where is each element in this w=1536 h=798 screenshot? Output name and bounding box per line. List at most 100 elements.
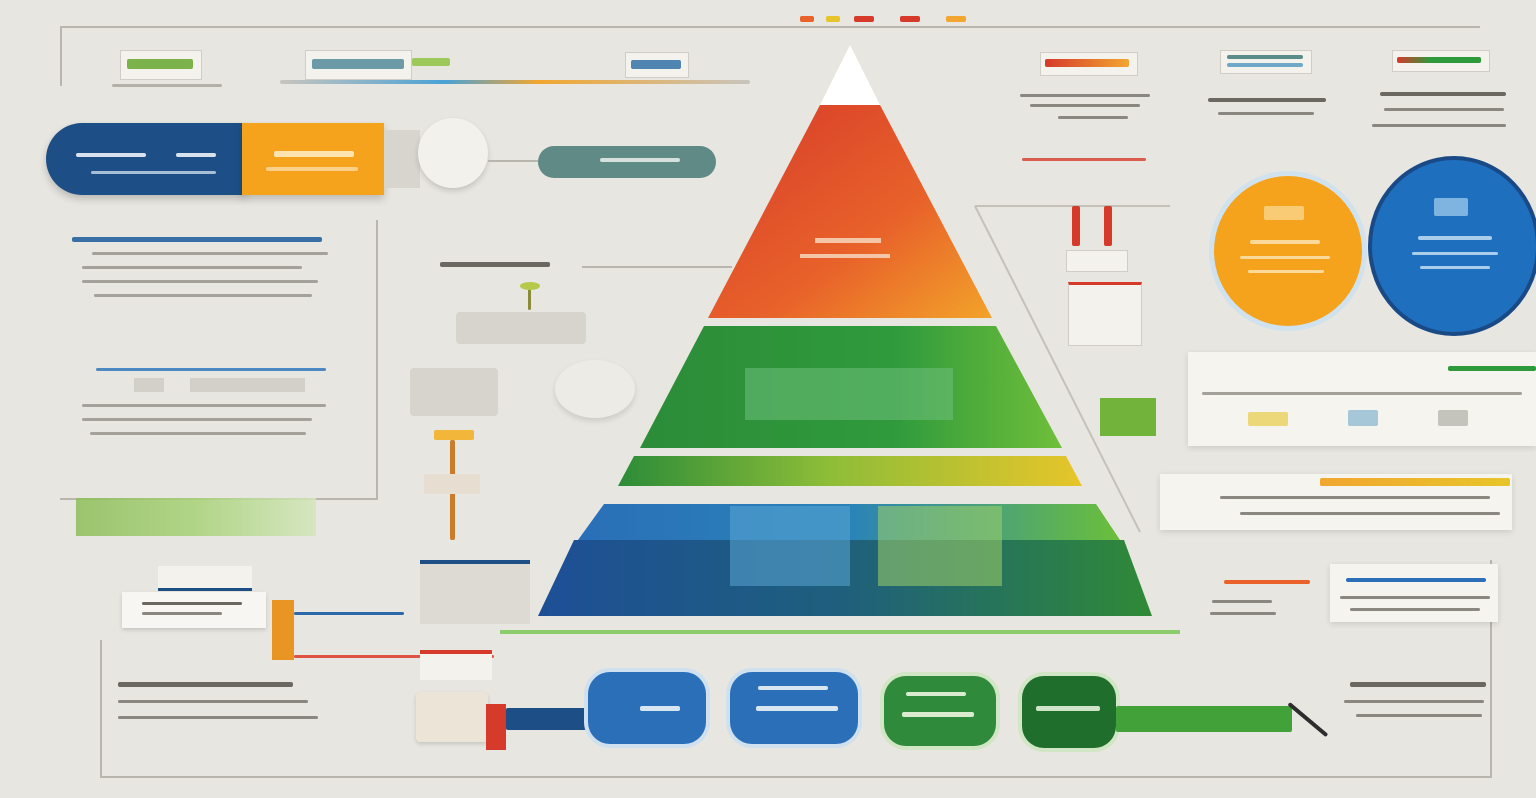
banner-navy-line-1 bbox=[76, 153, 146, 157]
banner-shadow-tab bbox=[384, 130, 420, 188]
pyramid-base-line bbox=[500, 630, 1180, 634]
mid-bottom-navy-connector bbox=[506, 708, 592, 730]
right-green-block bbox=[1100, 398, 1156, 436]
right-small-card bbox=[1068, 282, 1142, 346]
right-panel-2-line-1 bbox=[1220, 496, 1490, 499]
right-header-1 bbox=[1040, 52, 1138, 76]
mid-bottom-box bbox=[416, 692, 488, 742]
apex-marker-1 bbox=[800, 16, 814, 22]
right-panel-3-line-2 bbox=[1340, 596, 1490, 599]
mid-gray-pill bbox=[538, 146, 716, 178]
mid-circle-2 bbox=[555, 360, 635, 418]
apex-marker-2 bbox=[826, 16, 840, 22]
banner-navy bbox=[46, 123, 246, 195]
right-panel-1-chip-1 bbox=[1248, 412, 1288, 426]
frame-right bbox=[1490, 560, 1492, 778]
circle-blue-line-3 bbox=[1420, 266, 1490, 269]
header-bar-steel bbox=[631, 60, 681, 69]
apex-marker-4 bbox=[900, 16, 920, 22]
left-text-5 bbox=[94, 294, 312, 297]
left-bar-graph bbox=[76, 498, 316, 536]
right-text-1 bbox=[1020, 94, 1150, 97]
header-block-3 bbox=[625, 52, 689, 78]
banner-orange-line-1 bbox=[274, 151, 354, 157]
red-pillar-2 bbox=[1104, 206, 1112, 246]
right-orange-connector bbox=[1224, 580, 1310, 584]
header-block-2 bbox=[305, 50, 412, 80]
bottom-left-text-3 bbox=[118, 716, 318, 719]
plant-icon bbox=[516, 278, 544, 310]
pyramid-tier-1-text-1 bbox=[815, 238, 881, 243]
circle-orange-line-1 bbox=[1250, 240, 1320, 244]
circle-blue-line-1 bbox=[1418, 236, 1492, 240]
right-header-2-bar-2 bbox=[1227, 63, 1303, 67]
header-bar-teal bbox=[312, 59, 404, 69]
red-marker-row bbox=[1022, 158, 1146, 161]
right-text-9 bbox=[1212, 600, 1272, 603]
right-text-3 bbox=[1058, 116, 1128, 119]
plant-stem bbox=[528, 286, 531, 310]
mid-bottom-red-post bbox=[486, 704, 506, 750]
bottom-node-3-text-2 bbox=[902, 712, 974, 717]
pyramid-tier-2-panel bbox=[745, 368, 953, 420]
right-panel-3-line-3 bbox=[1350, 608, 1480, 611]
pyramid-tier-5-panel-2 bbox=[878, 506, 1002, 586]
apex-marker-5 bbox=[946, 16, 966, 22]
right-bottom-text-1 bbox=[1350, 682, 1486, 687]
header-bar-lime bbox=[412, 58, 450, 66]
mid-label-row bbox=[440, 262, 550, 267]
header-underline-1 bbox=[112, 84, 222, 87]
mid-gray-pill-text bbox=[600, 158, 680, 162]
right-text-5 bbox=[1218, 112, 1314, 115]
bottom-node-4-text bbox=[1036, 706, 1100, 711]
left-orange-post bbox=[272, 600, 294, 660]
left-red-connector bbox=[294, 655, 494, 658]
pyramid-tier-5-panel-1 bbox=[730, 506, 850, 586]
frame-left bbox=[60, 26, 62, 86]
circle-blue-title bbox=[1434, 198, 1468, 216]
mid-connector-2 bbox=[582, 266, 732, 268]
circle-orange-line-2 bbox=[1240, 256, 1330, 259]
frame-top bbox=[60, 26, 1480, 28]
apex-marker-3 bbox=[854, 16, 874, 22]
mid-gray-box bbox=[456, 312, 586, 344]
right-text-8 bbox=[1372, 124, 1506, 127]
bottom-node-3-text-1 bbox=[906, 692, 966, 696]
pyramid-tier-1-text-2 bbox=[800, 254, 890, 258]
banner-orange bbox=[242, 123, 384, 195]
right-panel-2-bar bbox=[1320, 478, 1510, 486]
flag-box bbox=[424, 474, 480, 494]
circle-orange-title bbox=[1264, 206, 1304, 220]
arrow-icon bbox=[1287, 682, 1334, 738]
right-text-10 bbox=[1210, 612, 1276, 615]
left-panel-right-edge bbox=[376, 220, 378, 500]
left-text-4 bbox=[82, 280, 318, 283]
flag-top bbox=[434, 430, 474, 440]
left-text-9 bbox=[90, 432, 306, 435]
mid-bottom-card bbox=[420, 560, 530, 624]
right-header-1-bar bbox=[1045, 59, 1129, 67]
left-text-3 bbox=[82, 266, 302, 269]
bottom-node-1-text bbox=[640, 706, 680, 711]
red-pillar-1 bbox=[1072, 206, 1080, 246]
pyramid-apex bbox=[820, 45, 880, 105]
header-bar-green bbox=[127, 59, 193, 69]
frame-bottom bbox=[100, 776, 1490, 778]
mid-connector-1 bbox=[488, 160, 538, 162]
left-card-line-2 bbox=[142, 612, 222, 615]
mid-bottom-redcard bbox=[420, 650, 492, 680]
right-panel-1-line-1 bbox=[1202, 392, 1522, 395]
circle-blue bbox=[1372, 160, 1536, 332]
pyramid-tier-3 bbox=[618, 456, 1082, 486]
circle-blue-line-2 bbox=[1412, 252, 1498, 255]
left-text-1 bbox=[72, 237, 322, 242]
left-card-large bbox=[122, 592, 266, 628]
right-text-6 bbox=[1380, 92, 1506, 96]
frame-left-lower bbox=[100, 640, 102, 778]
right-text-2 bbox=[1030, 104, 1140, 107]
right-panel-1-chip-2 bbox=[1348, 410, 1378, 426]
right-header-3 bbox=[1392, 50, 1490, 72]
pyramid-tier-1 bbox=[708, 105, 992, 318]
right-panel-1-chip-3 bbox=[1438, 410, 1468, 426]
bottom-left-text-1 bbox=[118, 682, 293, 687]
